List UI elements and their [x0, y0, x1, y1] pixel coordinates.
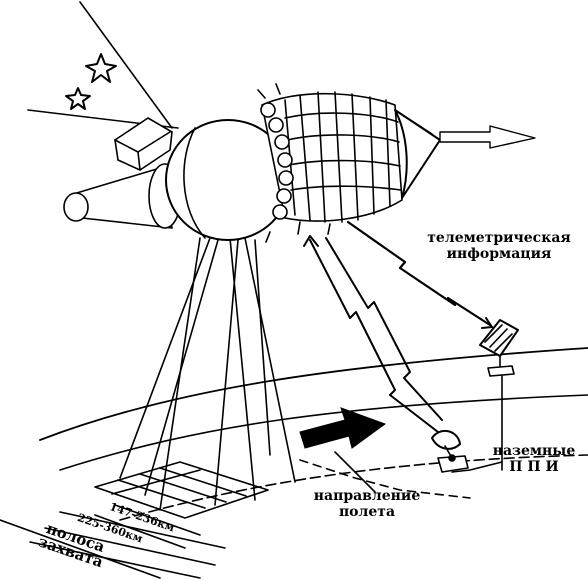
telemetry-label-line1: телеметрическая — [427, 230, 571, 246]
lightning-signal-icon — [325, 237, 443, 421]
lightning-signal-icon — [309, 239, 439, 433]
ground-label-line2: П П И — [509, 459, 559, 475]
flight-direction-arrow-icon — [299, 407, 387, 449]
star-icon — [65, 87, 91, 110]
ground-track — [299, 459, 471, 499]
direction-label-line1: направление — [313, 488, 421, 504]
earth-curve — [59, 394, 588, 471]
earth-horizon — [39, 347, 588, 441]
swath-lane — [29, 511, 226, 579]
antenna-icon — [479, 319, 519, 471]
ground-stations-label: наземные П П И — [486, 443, 582, 475]
direction-leader — [334, 451, 376, 493]
flight-direction-label: направление полета — [300, 488, 434, 520]
telemetry-label-line2: информация — [446, 246, 552, 262]
ground-station-icon — [431, 429, 503, 473]
sensor-beams — [119, 237, 296, 511]
lightning-signal-icon — [346, 220, 492, 327]
earth-edge — [0, 519, 161, 579]
star-icon — [85, 53, 117, 83]
direction-label-line2: полета — [338, 504, 396, 520]
telemetry-label: телеметрическая информация — [420, 230, 578, 262]
swath-grid — [111, 467, 247, 509]
ground-label-line1: наземные — [492, 443, 576, 459]
earth-curve — [119, 454, 588, 521]
satellite-icon — [63, 83, 441, 243]
swath-lane-edge — [94, 504, 201, 549]
sky-line — [79, 1, 173, 129]
orbit-arrow-icon — [439, 125, 536, 149]
